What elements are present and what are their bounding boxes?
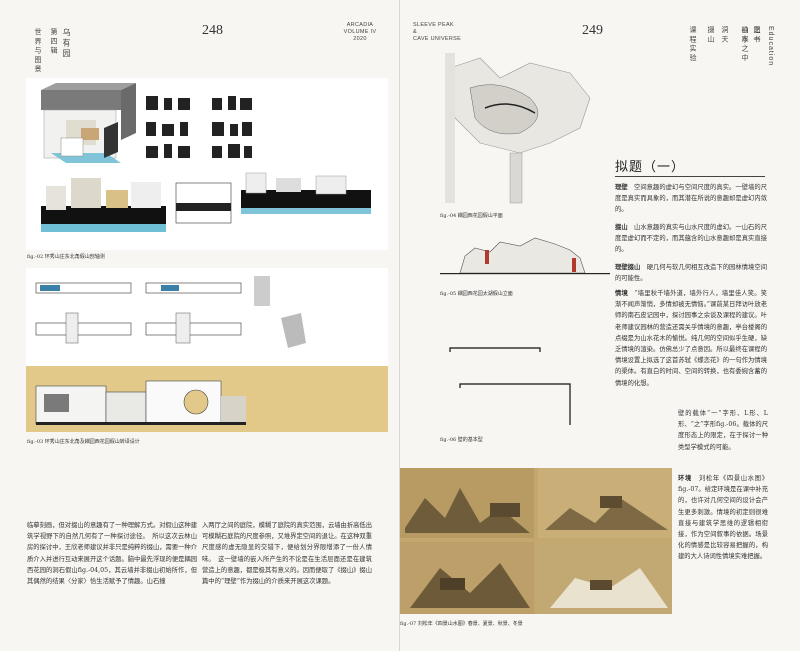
figure-02-drawing	[41, 83, 371, 232]
term-block-1: 理壁 空间意趣的虚幻与空间尺度的真实。一壁墙的尺度是真实而具象的，而其潜在所说的…	[615, 182, 767, 216]
right-vertical-header-7: 图 书	[753, 26, 761, 43]
left-journal-info: ARCADIA VOLUME IV 2020	[340, 22, 380, 43]
figure-07-painting-drawing	[400, 468, 672, 614]
right-vertical-header-3: 掇 山	[707, 26, 715, 43]
figure-03-section	[26, 366, 388, 432]
journal-name: ARCADIA	[346, 22, 374, 28]
figure-06-caption: fig.-06 壁的基本型	[440, 437, 483, 443]
journal-series: SLEEVE PEAK	[413, 22, 454, 28]
figure-03-plans-drawing	[35, 276, 306, 348]
term-label: 情境	[615, 290, 628, 297]
term-block-3: 理壁掇山 硬几何与软几何相互改造下的园林情境空间的可能性。	[615, 262, 767, 284]
term-text: 山水意趣的真实与山水尺度的虚幻。一山石的尺度是虚幻而不定的，而其蕴含的山水意趣却…	[615, 224, 768, 254]
right-vertical-header-5: 山 水 之 中	[741, 26, 749, 61]
term-label: 理壁	[615, 184, 628, 191]
figure-02	[26, 78, 388, 250]
figure-05-caption: fig.-05 耦园西花园太湖假山立面	[440, 291, 513, 297]
term-text: 壁的载体“一”字形、L形、L形、“之”字形fig.-06。载体的尺度形态上的限定…	[678, 410, 768, 451]
page-spine	[399, 0, 400, 651]
left-page-number: 248	[202, 23, 223, 38]
figure-04-drawing	[445, 53, 591, 204]
figure-02-caption: fig.-02 环秀山庄东北角假山剖轴测	[27, 254, 105, 260]
journal-subtitle: CAVE UNIVERSE	[413, 36, 462, 42]
left-body-column-1: 临摹刻画，但对掇山的意趣有了一种理解方式。对假山这种建筑学视野下的自然几何有了一…	[27, 522, 198, 586]
term-text: 空间意趣的虚幻与空间尺度的真实。一壁墙的尺度是真实而具象的，而其潜在所说的意趣却…	[615, 184, 768, 214]
figure-07-painting	[400, 468, 672, 614]
right-vertical-header-2: 洞 天	[721, 26, 729, 43]
right-page-number: 249	[582, 23, 603, 38]
left-vertical-header-1: 乌 有 园	[62, 28, 71, 58]
figure-04-caption: fig.-04 耦园西花园假山平面	[440, 213, 503, 219]
figure-03-section-drawing	[35, 380, 246, 425]
right-vertical-header-4: 课 程 实 验	[689, 26, 697, 61]
figure-04	[440, 48, 600, 208]
term-text: 刘松年《四景山水图》fig.-07。给定环境是在课中补充的，也许对几何空间的设计…	[678, 475, 769, 561]
figure-03-caption: fig.-03 环秀山庄东北角及耦园西花园假山转译设计	[27, 439, 140, 445]
term-label: 理壁掇山	[615, 264, 641, 271]
term-text: 硬几何与软几何相互改造下的园林情境空间的可能性。	[615, 264, 768, 283]
journal-year: 2020	[353, 36, 367, 42]
term-text: “墙里秋千墙外道，墙外行人，墙里佳人笑。笑渐不闻声渐悄，多情却被无情恼。”课前某…	[615, 290, 767, 387]
term-label: 掇山	[615, 224, 628, 231]
figure-06-drawing	[449, 347, 571, 425]
right-vertical-header-1: 袖 岑	[741, 26, 749, 43]
term-label: 环境	[678, 475, 692, 482]
section-title: 拟题（一）	[615, 160, 686, 175]
figure-03-plans	[26, 268, 388, 366]
figure-07-caption: fig.-07 刘松年《四景山水图》春景、夏景、秋景、冬景	[400, 621, 523, 627]
right-vertical-header-6: 之 一	[753, 26, 761, 43]
term-block-4: 情境 “墙里秋千墙外道，墙外行人，墙里佳人笑。笑渐不闻声渐悄，多情却被无情恼。”…	[615, 288, 767, 389]
journal-volume: VOLUME IV	[343, 29, 377, 35]
figure-05-drawing	[440, 237, 610, 275]
left-vertical-header-3: 世 界 与 图 景	[34, 28, 42, 72]
journal-amp: &	[413, 29, 417, 35]
section-title-rule	[615, 176, 765, 177]
right-journal-info: SLEEVE PEAK & CAVE UNIVERSE	[413, 22, 461, 43]
right-vertical-latin: Education	[767, 26, 774, 67]
term-block-2: 掇山 山水意趣的真实与山水尺度的虚幻。一山石的尺度是虚幻而不定的，而其蕴含的山水…	[615, 222, 767, 256]
term-block-5: 壁的载体“一”字形、L形、L形、“之”字形fig.-06。载体的尺度形态上的限定…	[678, 408, 768, 453]
figure-06	[440, 340, 590, 430]
left-vertical-header-2: 第 四 辑	[50, 28, 58, 54]
term-block-6: 环境 刘松年《四景山水图》fig.-07。给定环境是在课中补充的，也许对几何空间…	[678, 473, 768, 563]
figure-05	[440, 228, 610, 278]
left-body-column-2: 入两厅之间的庭院，模糊了庭院的真实范围，云墙由折高低出可模糊石庭院的尺度参照，又…	[202, 522, 373, 586]
